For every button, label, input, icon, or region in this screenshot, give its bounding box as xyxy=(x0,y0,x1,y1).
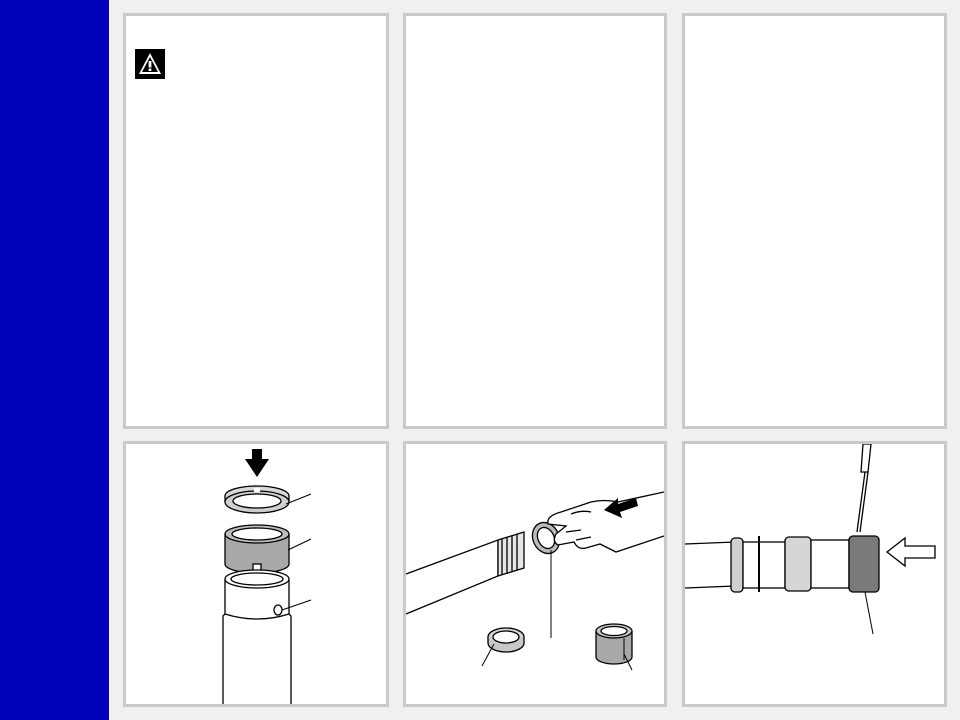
fork-tube xyxy=(406,531,525,615)
illustration-panel-1 xyxy=(123,441,389,707)
hand-install-illustration xyxy=(406,491,664,671)
fork-tube xyxy=(685,535,880,593)
clip-ring xyxy=(224,485,290,514)
guide-bushing xyxy=(224,524,290,575)
fork-tube xyxy=(222,569,292,704)
warning-icon xyxy=(135,49,165,79)
left-outline-arrow-icon xyxy=(885,536,936,568)
loose-bushing xyxy=(595,623,633,665)
illustration-panel-2 xyxy=(403,441,667,707)
bushing-install-illustration xyxy=(222,449,312,704)
hand xyxy=(547,491,664,553)
instruction-panel-3 xyxy=(682,13,947,429)
screwdriver-illustration xyxy=(685,444,936,635)
illustration-panel-3 xyxy=(682,441,947,707)
instruction-panel-2 xyxy=(403,13,667,429)
callout-lines xyxy=(481,550,633,671)
callout-line xyxy=(864,591,874,635)
loose-ring xyxy=(487,627,525,653)
screwdriver xyxy=(856,444,872,533)
sidebar-band xyxy=(0,0,109,720)
callout-lines xyxy=(281,493,312,611)
instruction-panel-1 xyxy=(123,13,389,429)
down-arrow-icon xyxy=(245,449,269,477)
left-arrow-icon xyxy=(604,498,638,518)
